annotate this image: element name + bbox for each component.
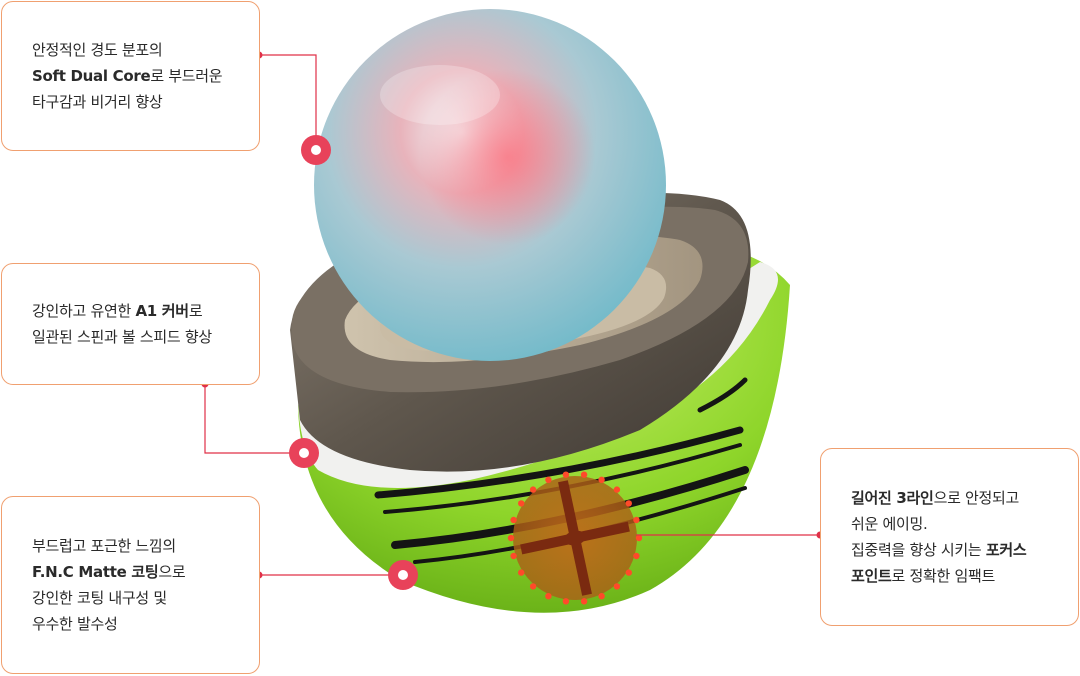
- focus-dot: [529, 583, 537, 590]
- marker-coating: [388, 560, 418, 590]
- focus-dot: [510, 516, 517, 524]
- focus-dot: [580, 471, 588, 478]
- focus-dot: [529, 486, 537, 493]
- focus-point: [513, 476, 637, 600]
- focus-dot: [635, 534, 643, 542]
- callout-text: 강인하고 유연한: [32, 302, 136, 320]
- callout-text: 로 정확한 임팩트: [891, 567, 996, 585]
- callout-text: 우수한 발수성: [32, 615, 118, 633]
- focus-dot: [598, 593, 605, 600]
- callout-line: 강인하고 유연한 A1 커버로: [32, 298, 259, 324]
- focus-dot: [545, 593, 552, 600]
- callout-text: 집중력을 향상 시키는: [851, 541, 986, 559]
- highlight-text: 길어진 3라인: [851, 489, 934, 507]
- focus-dot: [580, 598, 588, 605]
- focus-point-dots: [507, 471, 643, 605]
- callout-text: 강인한 코팅 내구성 및: [32, 589, 167, 607]
- focus-dot: [507, 534, 515, 542]
- highlight-text: 포커스: [985, 541, 1027, 559]
- focus-dot: [518, 569, 525, 576]
- focus-dot: [633, 516, 640, 524]
- callout-line: 집중력을 향상 시키는 포커스: [851, 537, 1078, 563]
- callout-line: Soft Dual Core로 부드러운: [32, 63, 259, 89]
- callout-text: 로 부드러운: [150, 67, 223, 85]
- highlight-text: 포인트: [851, 567, 892, 585]
- callout-line: 강인한 코팅 내구성 및: [32, 585, 259, 611]
- callout-text: 일관된 스핀과 볼 스피드 향상: [32, 328, 212, 346]
- focus-dot: [613, 583, 621, 590]
- callout-line: 포인트로 정확한 임팩트: [851, 563, 1078, 589]
- focus-dot: [518, 500, 525, 507]
- focus-dot: [562, 598, 570, 605]
- callout-line: 부드럽고 포근한 느낌의: [32, 533, 259, 559]
- callout-text: 으로 안정되고: [933, 489, 1020, 507]
- focus-dot: [598, 476, 605, 483]
- focus-dot: [613, 486, 621, 493]
- highlight-text: Soft Dual Core: [32, 67, 151, 85]
- focus-dot: [633, 552, 640, 560]
- highlight-text: F.N.C Matte 코팅: [32, 563, 159, 581]
- highlight-text: A1 커버: [135, 302, 189, 320]
- callout-text: 안정적인 경도 분포의: [32, 41, 163, 59]
- callout-text: 타구감과 비거리 향상: [32, 93, 163, 111]
- focus-dot: [510, 552, 517, 560]
- callout-line: 쉬운 에이밍.: [851, 511, 1078, 537]
- focus-dot: [545, 476, 552, 483]
- callout-line: 안정적인 경도 분포의: [32, 37, 259, 63]
- callout-line: 일관된 스핀과 볼 스피드 향상: [32, 324, 259, 350]
- focus-dot: [625, 569, 632, 576]
- callout-text: 부드럽고 포근한 느낌의: [32, 537, 176, 555]
- callout-text: 쉬운 에이밍.: [851, 515, 928, 533]
- marker-core: [301, 135, 331, 165]
- focus-dot: [562, 471, 570, 478]
- callout-line: F.N.C Matte 코팅으로: [32, 559, 259, 585]
- callout-line: 길어진 3라인으로 안정되고: [851, 485, 1078, 511]
- callout-line: 타구감과 비거리 향상: [32, 89, 259, 115]
- marker-cover: [289, 438, 319, 468]
- focus-dot: [625, 500, 632, 507]
- callout-line: 우수한 발수성: [32, 611, 259, 637]
- callout-text: 으로: [158, 563, 186, 581]
- callout-text: 로: [188, 302, 203, 320]
